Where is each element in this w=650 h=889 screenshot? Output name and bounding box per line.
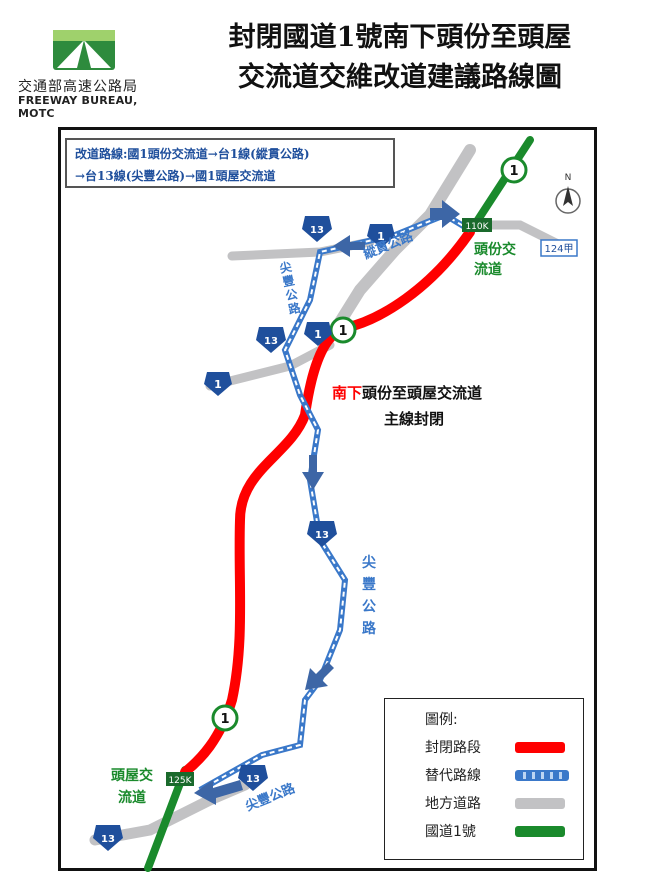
svg-text:125K: 125K xyxy=(168,776,192,786)
svg-text:110K: 110K xyxy=(465,222,489,232)
svg-text:1: 1 xyxy=(377,230,385,243)
arrow-west-1 xyxy=(430,200,460,228)
closed-section xyxy=(180,227,475,777)
legend-swatch-detour xyxy=(515,770,569,781)
title-line-1: 封閉國道1號南下頭份至頭屋 xyxy=(228,22,572,53)
route-shield-13-west: 13 xyxy=(256,327,286,353)
route-shield-13-southwest: 13 xyxy=(93,825,123,851)
svg-text:1: 1 xyxy=(214,378,222,391)
route-124-sign: 124甲 xyxy=(540,239,578,257)
arrow-west-2 xyxy=(333,235,365,257)
map-legend: 圖例: 封閉路段 替代路線 地方道路 國道1號 xyxy=(384,698,584,860)
svg-text:13: 13 xyxy=(315,530,329,541)
svg-text:13: 13 xyxy=(246,774,260,785)
freeway-shield-north: 1 xyxy=(500,156,528,184)
touwu-interchange-label: 頭屋交流道 xyxy=(111,768,153,806)
svg-text:13: 13 xyxy=(264,336,278,347)
route-shield-13-south: 13 xyxy=(238,765,268,791)
shield-number: 1 xyxy=(509,164,518,179)
legend-swatch-local xyxy=(515,798,565,809)
km-marker-110: 110K xyxy=(462,218,492,232)
svg-text:124甲: 124甲 xyxy=(544,244,573,255)
local-road-north xyxy=(329,144,476,336)
legend-swatch-closed xyxy=(515,742,565,753)
title-line-2: 交流道交維改道建議路線圖 xyxy=(238,62,562,93)
page-title: 封閉國道1號南下頭份至頭屋 交流道交維改道建議路線圖 xyxy=(185,18,615,98)
freeway-south-segment xyxy=(144,766,189,872)
freeway-bureau-logo: 交通部高速公路局 FREEWAY BUREAU, MOTC xyxy=(18,30,168,120)
closure-notice: 南下頭份至頭屋交流道 主線封閉 xyxy=(332,380,532,432)
arrow-west-3 xyxy=(194,780,243,805)
road-label-jianfeng-south: 尖豐公路 xyxy=(362,555,376,637)
km-marker-125: 125K xyxy=(166,772,194,786)
legend-label: 封閉路段 xyxy=(425,740,481,756)
closure-direction: 南下 xyxy=(332,384,363,402)
freeway-1 xyxy=(144,136,534,872)
route-shield-1-west: 1 xyxy=(204,372,232,396)
route-shield-1-mid: 1 xyxy=(304,322,332,346)
legend-item-detour: 替代路線 xyxy=(425,763,575,787)
freeway-shield-south: 1 xyxy=(211,704,239,732)
closure-section: 頭份至頭屋交流道 xyxy=(362,384,483,402)
detour-route-note: 改道路線:國1頭份交流道→台1線(縱貫公路) →台13線(尖豐公路)→國1頭屋交… xyxy=(65,138,395,188)
logo-chinese-name: 交通部高速公路局 xyxy=(18,79,138,95)
freeway-logo-icon xyxy=(53,30,115,70)
arrow-south-1 xyxy=(302,455,324,490)
legend-label: 地方道路 xyxy=(425,796,481,812)
svg-text:13: 13 xyxy=(310,225,324,236)
route-note-line-2: →台13線(尖豐公路)→國1頭屋交流道 xyxy=(75,169,276,183)
closure-line-2: 主線封閉 xyxy=(384,410,445,428)
legend-label: 國道1號 xyxy=(425,824,476,840)
detour-arrows xyxy=(194,200,460,805)
closure-line-1: 南下頭份至頭屋交流道 xyxy=(332,380,532,406)
north-arrow-icon: N xyxy=(555,173,581,214)
route-shield-13-middle: 13 xyxy=(307,521,337,547)
legend-label: 替代路線 xyxy=(425,768,481,784)
svg-text:1: 1 xyxy=(314,328,322,341)
logo-english-name: FREEWAY BUREAU, MOTC xyxy=(18,94,138,120)
route-shield-13-north: 13 xyxy=(302,216,332,242)
svg-text:13: 13 xyxy=(101,834,115,845)
legend-item-freeway: 國道1號 xyxy=(425,819,575,843)
legend-swatch-freeway xyxy=(515,826,565,837)
shield-number: 1 xyxy=(220,712,229,727)
arrow-southwest-1 xyxy=(305,662,334,690)
route-shield-1-north: 1 xyxy=(367,224,395,248)
legend-title: 圖例: xyxy=(425,712,458,728)
svg-text:N: N xyxy=(565,173,572,183)
toufen-interchange-label: 頭份交流道 xyxy=(474,242,516,278)
legend-item-closed: 封閉路段 xyxy=(425,735,575,759)
route-note-line-1: 改道路線:國1頭份交流道→台1線(縱貫公路) xyxy=(75,147,310,161)
legend-item-local: 地方道路 xyxy=(425,791,575,815)
shield-number: 1 xyxy=(338,324,347,339)
freeway-shield-middle: 1 xyxy=(329,316,357,344)
freeway-north-segment xyxy=(466,136,534,236)
